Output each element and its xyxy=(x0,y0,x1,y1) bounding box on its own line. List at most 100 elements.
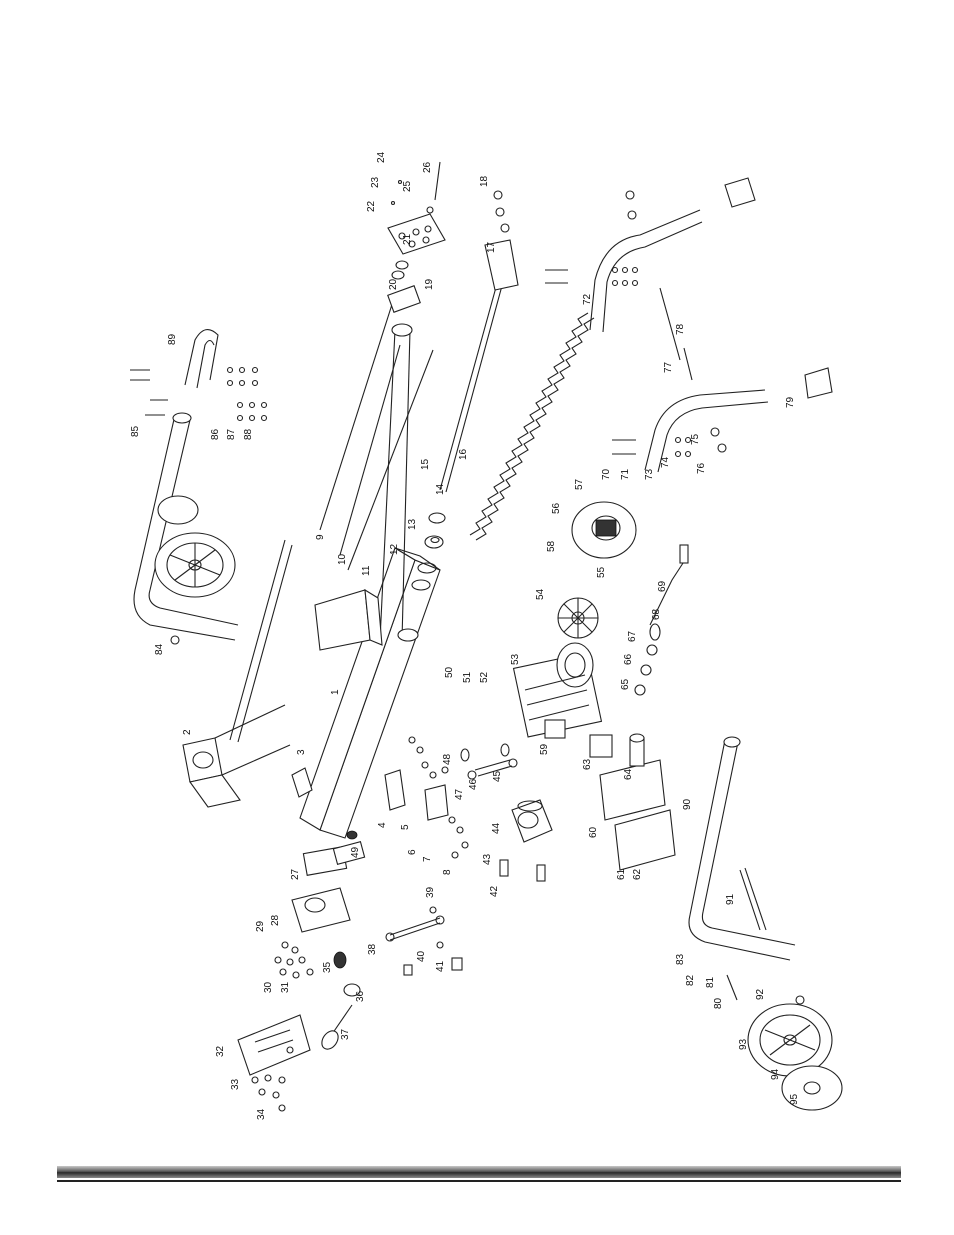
part-label-2: 2 xyxy=(182,729,193,735)
side-plate xyxy=(237,1014,311,1112)
part-label-14: 14 xyxy=(435,483,446,495)
part-label-23: 23 xyxy=(370,176,381,188)
part-label-33: 33 xyxy=(230,1078,241,1090)
part-label-84: 84 xyxy=(154,643,165,655)
part-label-60: 60 xyxy=(588,826,599,838)
part-label-89: 89 xyxy=(167,333,178,345)
part-label-77: 77 xyxy=(663,361,674,373)
part-label-28: 28 xyxy=(270,914,281,926)
part-label-29: 29 xyxy=(255,920,266,932)
part-label-52: 52 xyxy=(479,671,490,683)
part-label-25: 25 xyxy=(402,180,413,192)
electric-motor xyxy=(512,642,603,739)
left-hardware xyxy=(130,366,268,645)
part-label-4: 4 xyxy=(377,822,388,828)
part-label-35: 35 xyxy=(322,961,333,973)
hydraulic-pump xyxy=(460,743,553,882)
part-label-92: 92 xyxy=(755,988,766,1000)
part-label-6: 6 xyxy=(407,849,418,855)
part-label-1: 1 xyxy=(330,689,341,695)
part-label-66: 66 xyxy=(623,653,634,665)
part-label-32: 32 xyxy=(215,1045,226,1057)
part-label-79: 79 xyxy=(785,396,796,408)
linkage-rod xyxy=(385,906,463,976)
part-label-61: 61 xyxy=(616,868,627,880)
part-label-49: 49 xyxy=(350,846,361,858)
part-label-74: 74 xyxy=(660,456,671,468)
part-label-27: 27 xyxy=(290,868,301,880)
part-label-37: 37 xyxy=(340,1028,351,1040)
part-label-50: 50 xyxy=(444,666,455,678)
part-label-75: 75 xyxy=(690,433,701,445)
part-label-30: 30 xyxy=(263,981,274,993)
part-label-55: 55 xyxy=(596,566,607,578)
footer-bar xyxy=(57,1166,901,1178)
cooling-fan xyxy=(557,597,599,639)
left-frame-handle xyxy=(133,329,239,641)
valve-lever xyxy=(321,1004,353,1050)
part-label-40: 40 xyxy=(416,950,427,962)
part-label-69: 69 xyxy=(657,580,668,592)
tie-rods xyxy=(319,279,504,571)
part-label-56: 56 xyxy=(551,502,562,514)
left-wheel xyxy=(154,495,236,598)
part-label-9: 9 xyxy=(315,534,326,540)
part-label-90: 90 xyxy=(682,798,693,810)
part-label-76: 76 xyxy=(696,462,707,474)
part-label-20: 20 xyxy=(388,278,399,290)
part-label-38: 38 xyxy=(367,943,378,955)
part-label-94: 94 xyxy=(770,1068,781,1080)
part-label-57: 57 xyxy=(574,478,585,490)
part-label-65: 65 xyxy=(620,678,631,690)
control-valve xyxy=(274,846,361,997)
part-label-36: 36 xyxy=(355,990,366,1002)
push-block xyxy=(291,767,313,798)
right-frame-handle xyxy=(688,736,796,1001)
part-label-95: 95 xyxy=(789,1093,800,1105)
part-label-19: 19 xyxy=(424,278,435,290)
top-hardware xyxy=(390,161,519,291)
cord-fittings xyxy=(634,644,658,696)
part-label-22: 22 xyxy=(366,200,377,212)
bracket-group xyxy=(332,736,469,866)
part-label-7: 7 xyxy=(422,856,433,862)
part-label-3: 3 xyxy=(296,749,307,755)
part-label-15: 15 xyxy=(420,458,431,470)
switch-box xyxy=(589,733,676,871)
part-label-41: 41 xyxy=(435,960,446,972)
part-label-82: 82 xyxy=(685,974,696,986)
part-label-46: 46 xyxy=(468,778,479,790)
part-label-59: 59 xyxy=(539,743,550,755)
main-beam xyxy=(299,547,441,839)
part-label-63: 63 xyxy=(582,758,593,770)
part-label-62: 62 xyxy=(632,868,643,880)
part-label-70: 70 xyxy=(601,468,612,480)
power-cable xyxy=(649,544,689,641)
part-label-39: 39 xyxy=(425,886,436,898)
part-label-72: 72 xyxy=(582,293,593,305)
wedge-holder xyxy=(314,588,383,651)
part-label-26: 26 xyxy=(422,161,433,173)
part-label-64: 64 xyxy=(623,768,634,780)
seal-rings xyxy=(387,260,446,591)
part-label-51: 51 xyxy=(462,671,473,683)
part-label-71: 71 xyxy=(620,468,631,480)
part-label-80: 80 xyxy=(713,997,724,1009)
part-label-5: 5 xyxy=(400,824,411,830)
part-label-43: 43 xyxy=(482,853,493,865)
part-label-91: 91 xyxy=(725,893,736,905)
part-label-12: 12 xyxy=(389,543,400,555)
part-label-48: 48 xyxy=(442,753,453,765)
part-label-93: 93 xyxy=(738,1038,749,1050)
right-wheel xyxy=(747,995,843,1111)
part-label-42: 42 xyxy=(489,885,500,897)
part-label-13: 13 xyxy=(407,518,418,530)
part-label-73: 73 xyxy=(644,468,655,480)
part-label-16: 16 xyxy=(458,448,469,460)
part-label-53: 53 xyxy=(510,653,521,665)
part-label-21: 21 xyxy=(402,233,413,245)
part-label-78: 78 xyxy=(675,323,686,335)
part-label-18: 18 xyxy=(479,175,490,187)
